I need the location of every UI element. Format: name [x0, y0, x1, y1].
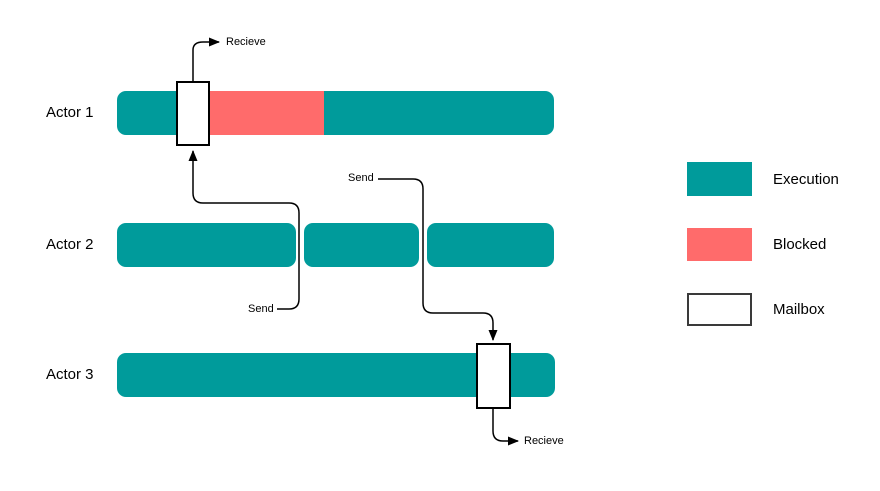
actor-3-label: Actor 3: [46, 366, 94, 383]
receive-arrow-actor-3: [492, 409, 519, 446]
legend-item-mailbox: Mailbox: [687, 293, 839, 326]
blocked-swatch: [687, 228, 752, 261]
mailbox-swatch: [687, 293, 752, 326]
legend-label-mailbox: Mailbox: [773, 301, 825, 318]
actor-2-send-label: Send: [248, 303, 274, 315]
actor-1-blocked-segment: [210, 91, 324, 135]
actor-2-send-label-2: Send: [348, 172, 374, 184]
actor-1-receive-label: Recieve: [226, 36, 266, 48]
actor-2-execution-bar-3: [427, 223, 554, 267]
legend-item-execution: Execution: [687, 162, 839, 196]
legend: Execution Blocked Mailbox: [687, 162, 839, 326]
actor-3-receive-label: Recieve: [524, 435, 564, 447]
actor-3-mailbox: [476, 343, 511, 409]
actor-2-execution-bar-1: [117, 223, 296, 267]
actor-2-execution-bar-2: [304, 223, 419, 267]
receive-arrow-actor-1: [192, 37, 220, 81]
legend-item-blocked: Blocked: [687, 228, 839, 261]
actor-1-mailbox: [176, 81, 210, 146]
legend-label-execution: Execution: [773, 170, 839, 188]
actor-1-label: Actor 1: [46, 104, 94, 121]
execution-swatch: [687, 162, 752, 196]
actor-2-label: Actor 2: [46, 236, 94, 253]
legend-label-blocked: Blocked: [773, 236, 827, 253]
